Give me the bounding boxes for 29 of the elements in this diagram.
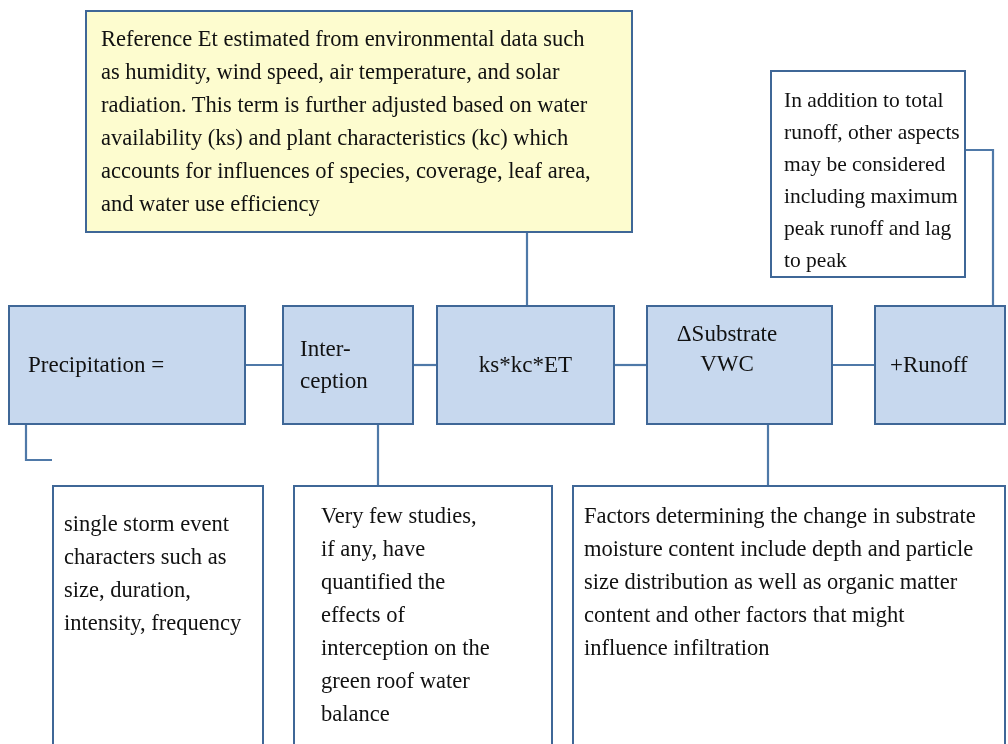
note-box xyxy=(52,485,264,744)
note-box xyxy=(85,10,633,233)
node-text: Inter- ception xyxy=(300,335,369,395)
note-box xyxy=(572,485,1006,744)
connector-line xyxy=(766,425,770,485)
term-box xyxy=(282,305,414,425)
term-box xyxy=(646,305,833,425)
connector-line xyxy=(966,148,995,305)
note-box xyxy=(770,70,966,278)
term-box xyxy=(874,305,1006,425)
term-box xyxy=(436,305,615,425)
connector-line xyxy=(376,425,380,485)
note-box xyxy=(293,485,553,744)
node-text: In addition to total runoff, other aspects may be considered including maximum peak runoff and lag to peak xyxy=(784,87,961,274)
connector-line xyxy=(246,363,282,367)
node-text: ΔSubstrate VWC xyxy=(675,320,779,378)
node-text: +Runoff xyxy=(890,351,968,379)
node-text: ks*kc*ET xyxy=(478,351,573,379)
connector-line xyxy=(615,363,646,367)
connector-line xyxy=(24,425,52,462)
connector-line xyxy=(833,363,874,367)
connector-line xyxy=(525,233,529,305)
node-text: Precipitation = xyxy=(28,351,165,379)
connector-line xyxy=(414,363,436,367)
node-text: single storm event characters such as size, duration, intensity, frequency xyxy=(64,510,243,637)
node-text: Reference Et estimated from environmental data such as humidity, wind speed, air temperature, and solar radiation. This term is further adjusted based on water availability (ks) and plant characteristics (kc) which accounts for influences of species, coverage, leaf area, and water use efficiency xyxy=(101,25,592,218)
node-text: Very few studies, if any, have quantified the effects of interception on the green roof water balance xyxy=(321,502,491,728)
term-box xyxy=(8,305,246,425)
node-text: Factors determining the change in substrate moisture content include depth and particle size distribution as well as organic matter content and other factors that might influence infiltration xyxy=(584,502,977,662)
